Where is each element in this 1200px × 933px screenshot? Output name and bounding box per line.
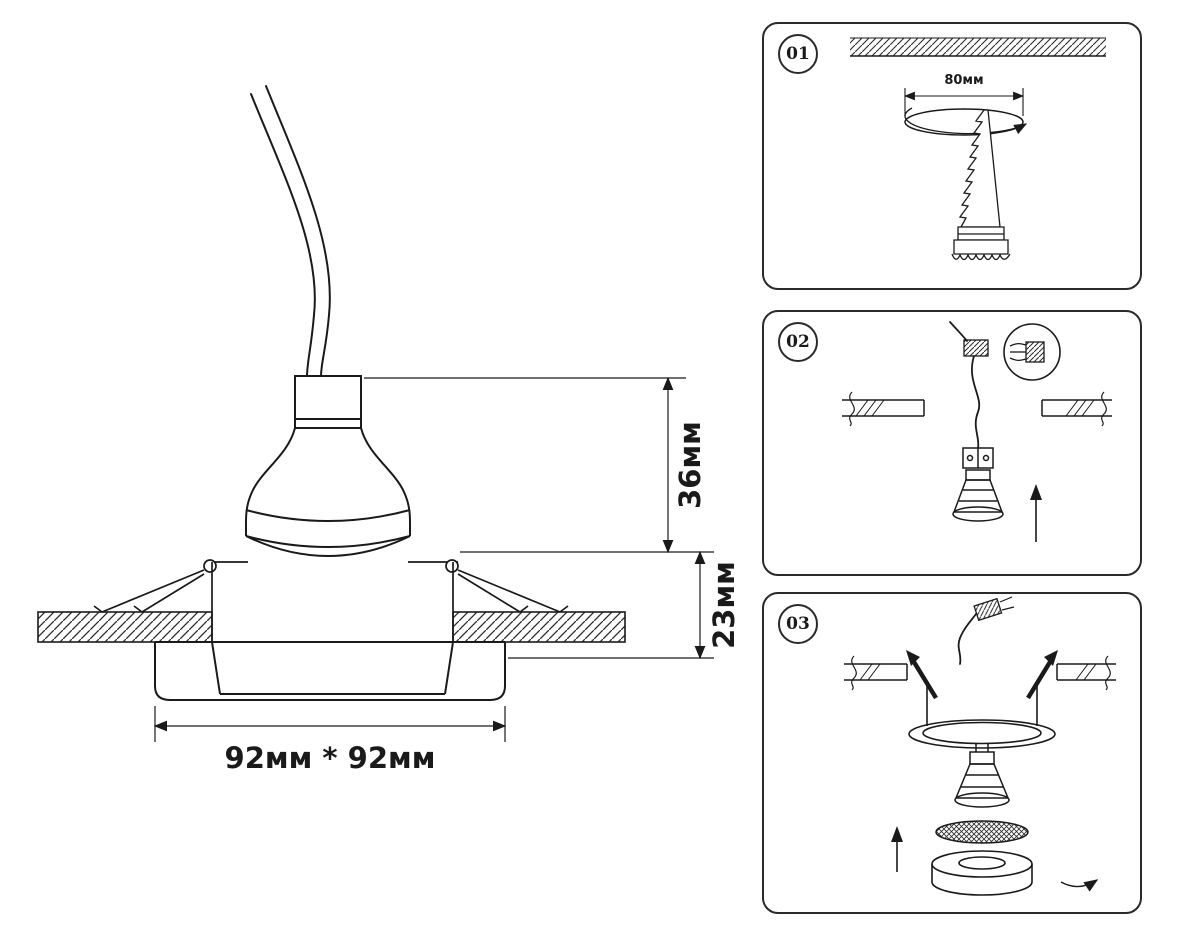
- dimension-label-23mm: 23мм: [707, 561, 741, 649]
- cable-and-connector: [957, 596, 1015, 665]
- hole-diameter-label: 80мм: [944, 73, 983, 88]
- step-panel-03: 03: [762, 592, 1142, 914]
- spring-clips: [906, 650, 1058, 700]
- rotation-arrow: [904, 107, 1028, 135]
- hole-cutting-illustration: 80мм: [850, 37, 1106, 261]
- step-number-badge-01: 01: [778, 34, 818, 74]
- trim-ring: [154, 641, 506, 701]
- mesh-ring: [935, 820, 1029, 844]
- lamp-bulb: [952, 469, 1004, 522]
- wiring-illustration: [842, 321, 1112, 542]
- retaining-ring: [931, 850, 1033, 896]
- up-arrow: [1030, 484, 1042, 542]
- mounting-illustration: [844, 596, 1116, 896]
- lamp-bulb: [954, 744, 1010, 808]
- spring-clips: [93, 559, 569, 642]
- break-mark-left: [849, 391, 855, 427]
- wire-connector: [949, 321, 989, 357]
- terminal-block: [962, 447, 994, 469]
- ceiling-section: [37, 611, 626, 643]
- dimension-label-36mm: 36мм: [673, 421, 707, 509]
- dimension-23mm: [508, 550, 714, 660]
- dimension-92mm: [153, 706, 507, 742]
- ceiling-hatch-strip: [850, 37, 1106, 57]
- step-panel-01: 01 80мм: [762, 22, 1142, 290]
- cut-hole: [904, 107, 1028, 136]
- power-cable: [250, 85, 331, 378]
- up-arrow: [891, 826, 903, 872]
- lamp-body: [245, 375, 411, 557]
- step-panel-02: 02: [762, 310, 1142, 576]
- break-mark-right: [1101, 391, 1107, 427]
- wire-connector-zoom: [1025, 341, 1045, 363]
- main-technical-drawing: 36мм 23мм 92мм * 92мм: [37, 85, 741, 775]
- ceiling-with-hole: [844, 655, 1116, 691]
- dimension-36mm: [364, 376, 714, 554]
- fixture-housing: [908, 682, 1056, 749]
- break-mark-right: [1105, 655, 1111, 691]
- step-number-badge-02: 02: [778, 322, 818, 362]
- connector-detail-circle: [1003, 323, 1061, 381]
- dimension-label-92mm: 92мм * 92мм: [225, 741, 436, 775]
- break-mark-left: [851, 655, 857, 691]
- step-number-badge-03: 03: [778, 604, 818, 644]
- cable: [971, 355, 981, 449]
- hole-saw-bit: [951, 109, 1011, 261]
- ceiling-with-hole: [842, 391, 1112, 427]
- rotation-arrow: [1060, 879, 1099, 892]
- hole-dimension-80mm: [903, 88, 1025, 116]
